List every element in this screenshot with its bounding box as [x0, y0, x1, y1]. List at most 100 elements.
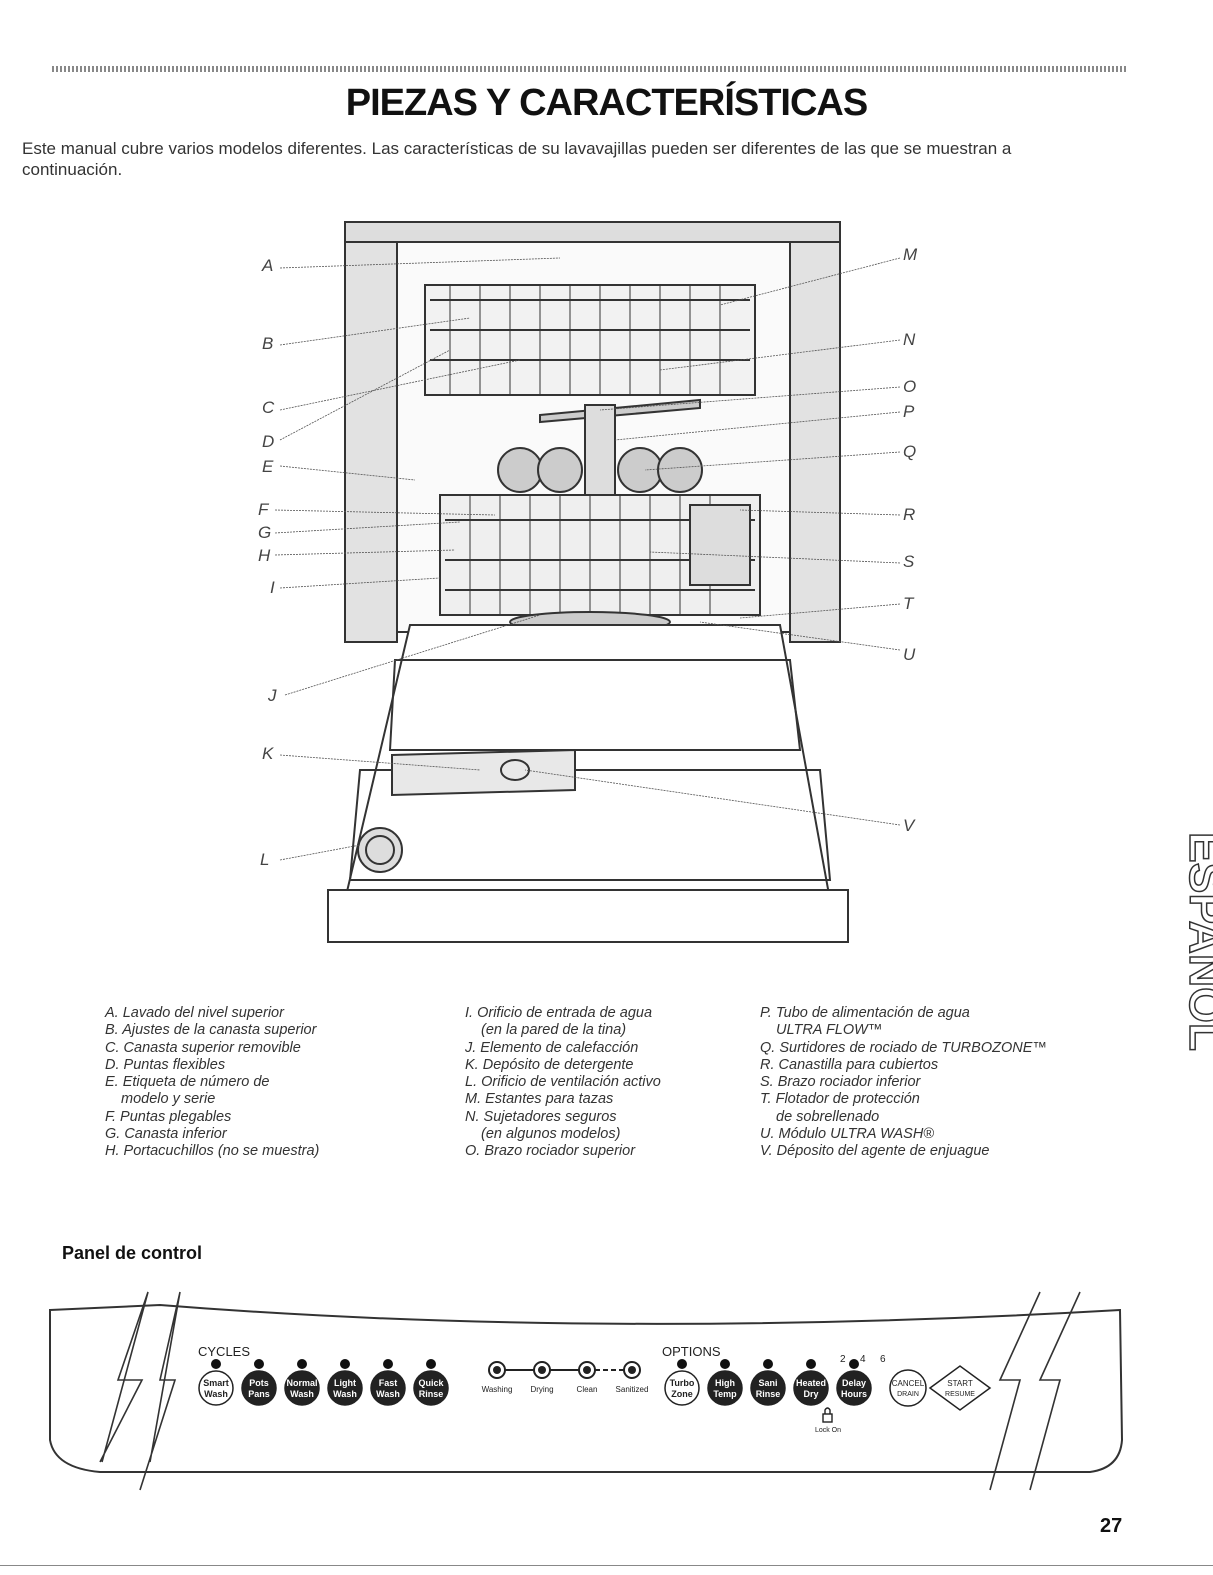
- callout-n: N: [903, 330, 916, 349]
- lock-on-label: Lock On: [815, 1427, 841, 1434]
- lock-icon: [822, 1407, 833, 1423]
- button-label-bottom: Wash: [333, 1389, 357, 1399]
- status-light-label: Drying: [530, 1385, 553, 1394]
- side-tab-espanol: ESPAÑOL: [1179, 831, 1213, 1051]
- button-label-bottom: Wash: [376, 1389, 400, 1399]
- status-lights: Washing Drying Clean Sanitized: [482, 1361, 649, 1394]
- cycle-buttons: SmartWashPotsPansNormalWashLightWashFast…: [198, 1359, 449, 1406]
- legend-item: C. Canasta superior removible: [105, 1039, 301, 1056]
- callout-s: S: [903, 552, 915, 571]
- legend-item: D. Puntas flexibles: [105, 1056, 226, 1073]
- legend-item: S. Brazo rociador inferior: [760, 1074, 921, 1091]
- svg-text:DRAIN: DRAIN: [897, 1391, 919, 1398]
- indicator-light: [849, 1359, 859, 1369]
- callout-o: O: [903, 377, 917, 396]
- button-label-bottom: Rinse: [419, 1389, 444, 1399]
- control-panel-diagram: CYCLES OPTIONS SmartWashPotsPansNormalWa…: [49, 1291, 1124, 1491]
- legend-column-1: A. Lavado del nivel superior B. Ajustes …: [105, 1005, 319, 1161]
- status-light-label: Clean: [577, 1385, 598, 1394]
- callout-f: F: [258, 500, 269, 519]
- legend-item: (en algunos modelos): [481, 1126, 621, 1143]
- indicator-light: [677, 1359, 687, 1369]
- callout-m: M: [903, 245, 918, 264]
- legend-item: T. Flotador de protección: [760, 1091, 920, 1108]
- button-label-bottom: Dry: [803, 1389, 818, 1399]
- status-light-dot: [583, 1366, 591, 1374]
- top-dotted-rule: [52, 66, 1128, 72]
- callout-a: A: [262, 256, 274, 275]
- delay-number-4: 4: [860, 1354, 866, 1365]
- button-label-bottom: Hours: [841, 1389, 867, 1399]
- button-label-top: Pots: [249, 1378, 269, 1388]
- indicator-light: [297, 1359, 307, 1369]
- callout-i: I: [270, 578, 275, 597]
- callout-h: H: [258, 546, 271, 565]
- status-light-label: Washing: [482, 1385, 513, 1394]
- button-label-top: Normal: [286, 1378, 317, 1388]
- legend-item: H. Portacuchillos (no se muestra): [105, 1143, 320, 1160]
- button-label-top: Turbo: [670, 1378, 695, 1388]
- legend-item: G. Canasta inferior: [105, 1126, 227, 1143]
- button-label-bottom: Pans: [248, 1389, 270, 1399]
- start-resume-button[interactable]: START RESUME: [928, 1365, 992, 1411]
- legend-item: J. Elemento de calefacción: [465, 1039, 639, 1056]
- legend-item: V. Déposito del agente de enjuague: [760, 1143, 990, 1160]
- svg-text:START: START: [947, 1379, 973, 1388]
- legend-column-2: I. Orificio de entrada de agua (en la pa…: [465, 1005, 661, 1161]
- callout-b: B: [262, 334, 274, 353]
- side-tab-text: ESPAÑOL: [1180, 832, 1213, 1051]
- page-title: PIEZAS Y CARACTERÍSTICAS: [345, 82, 868, 124]
- callout-v: V: [903, 816, 915, 835]
- delay-number-6: 6: [880, 1354, 886, 1365]
- indicator-light: [720, 1359, 730, 1369]
- button-label-bottom: Wash: [290, 1389, 314, 1399]
- legend-item: K. Depósito de detergente: [465, 1056, 634, 1073]
- callout-j: J: [268, 686, 277, 705]
- legend-item: O. Brazo rociador superior: [465, 1143, 636, 1160]
- callout-g: G: [258, 523, 272, 542]
- callout-c: C: [262, 398, 275, 417]
- callout-u: U: [903, 645, 916, 664]
- callout-l: L: [260, 850, 270, 869]
- legend-item: M. Estantes para tazas: [465, 1091, 614, 1108]
- control-panel-heading: Panel de control: [62, 1243, 203, 1263]
- callout-d: D: [262, 432, 275, 451]
- button-label-top: Smart: [203, 1378, 229, 1388]
- status-light-dot: [493, 1366, 501, 1374]
- legend-item: N. Sujetadores seguros: [465, 1108, 617, 1125]
- callout-r: R: [903, 505, 916, 524]
- button-label-bottom: Wash: [204, 1389, 228, 1399]
- svg-text:RESUME: RESUME: [945, 1391, 975, 1398]
- callout-q: Q: [903, 442, 917, 461]
- cycles-label: CYCLES: [198, 1344, 250, 1359]
- legend-item: (en la pared de la tina): [481, 1022, 627, 1039]
- delay-number-2: 2: [840, 1354, 846, 1365]
- legend-item: I. Orificio de entrada de agua: [465, 1005, 653, 1021]
- options-label: OPTIONS: [662, 1344, 721, 1359]
- legend-item: ULTRA FLOW™: [776, 1022, 883, 1039]
- legend-item: U. Módulo ULTRA WASH®: [760, 1126, 934, 1143]
- button-label-bottom: Temp: [713, 1389, 737, 1399]
- status-light-dot: [538, 1366, 546, 1374]
- button-label-bottom: Zone: [671, 1389, 693, 1399]
- button-label-bottom: Rinse: [756, 1389, 781, 1399]
- status-light-dot: [628, 1366, 636, 1374]
- cancel-drain-button[interactable]: CANCEL DRAIN: [889, 1369, 927, 1407]
- legend-item: R. Canastilla para cubiertos: [760, 1056, 939, 1073]
- button-label-top: Light: [334, 1378, 356, 1388]
- button-label-top: Sani: [758, 1378, 777, 1388]
- callout-e: E: [262, 457, 274, 476]
- status-light-label: Sanitized: [616, 1385, 649, 1394]
- legend-column-3: P. Tubo de alimentación de agua ULTRA FL…: [760, 1005, 1047, 1161]
